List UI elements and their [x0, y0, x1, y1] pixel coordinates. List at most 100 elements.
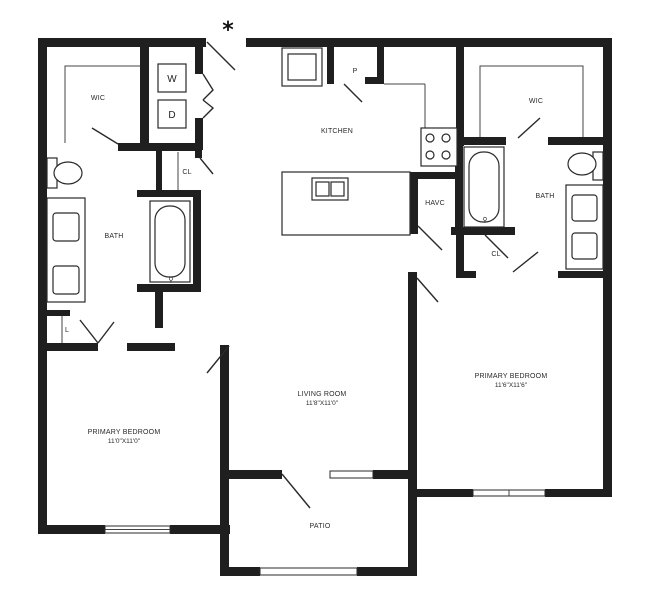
primary-bedroom-right: PRIMARY BEDROOM 11'6"X11'6" [472, 373, 548, 497]
wall-bath-south-a [38, 343, 98, 351]
kitchen-label: KITCHEN [321, 128, 353, 135]
burner-2 [441, 133, 451, 143]
pantry-label: P [353, 68, 358, 75]
dryer [157, 99, 187, 129]
wall-linen-top [38, 310, 70, 316]
bedroom-right-dimensions: 11'6"X11'6" [495, 382, 528, 389]
patio-door [281, 473, 311, 509]
wall-patio-south-a [220, 567, 260, 576]
havc-door [417, 225, 443, 251]
tub-right-basin [468, 151, 500, 223]
closet-left-label: CL [182, 169, 191, 176]
walk-in-closet-left: WIC [64, 65, 140, 145]
burner-4 [441, 150, 451, 160]
tub-left-basin [154, 205, 186, 278]
sink-left-top [52, 212, 80, 242]
wall-living-west [220, 345, 229, 475]
wall-pantry-south [365, 77, 383, 84]
wall-rtub-west [455, 145, 463, 233]
patio-label: PATIO [310, 523, 331, 530]
rwic-shelf [479, 65, 584, 137]
bath-right: ⚲ BATH CL [463, 146, 604, 273]
havc-label: HAVC [425, 200, 445, 207]
toilet-bowl-left [53, 161, 83, 185]
sink-left-bottom [52, 265, 80, 295]
entry-door [206, 41, 236, 71]
wall-west [38, 38, 47, 534]
closet-right-door [484, 234, 509, 259]
sink-right-bottom [571, 232, 598, 260]
wall-havc-west [410, 172, 418, 234]
bedroom-right-label: PRIMARY BEDROOM [475, 373, 548, 380]
bedroom-left-label: PRIMARY BEDROOM [88, 429, 161, 436]
walk-in-closet-right: WIC [479, 65, 584, 139]
kitchen: P KITCHEN [281, 47, 458, 236]
wall-cl-south [137, 190, 199, 197]
wall-south-right-a [408, 489, 473, 497]
wall-cl-west [156, 150, 162, 192]
bedroom-left-dimensions: 11'0"X11'0" [108, 438, 141, 445]
wall-south-right-b [545, 489, 612, 497]
linen-label: L [65, 327, 69, 334]
wall-havc-top [410, 172, 462, 179]
wall-rbath-south [558, 271, 612, 278]
pantry-door [343, 83, 363, 103]
wall-north-right [246, 38, 612, 47]
laundry-bifold-bottom [202, 99, 215, 119]
primary-bedroom-left: PRIMARY BEDROOM 11'0"X11'0" [88, 429, 171, 534]
closet-left-door [199, 157, 214, 175]
wall-bath-stub [155, 284, 163, 328]
burner-1 [425, 133, 435, 143]
wall-patio-north-b [373, 470, 417, 479]
wall-bath-south-b [127, 343, 175, 351]
wall-rwic-south-a [456, 137, 506, 145]
wic-left-door [91, 127, 119, 145]
bedroom-left-door [206, 345, 230, 374]
bedroom-right-door [416, 277, 439, 303]
bath-left-door [97, 321, 115, 344]
wall-tub-south [137, 284, 201, 292]
closet-right-label: CL [491, 251, 500, 258]
bath-right-label: BATH [536, 193, 555, 200]
laundry-bifold-top [202, 73, 214, 101]
wall-pantry-east [377, 44, 384, 84]
wall-cl-east-stub [195, 150, 202, 158]
wall-rwic-west [456, 38, 464, 146]
wall-pantry-west [327, 44, 334, 84]
wall-south-left-b [170, 525, 230, 534]
wic-left-label: WIC [91, 95, 105, 102]
closet-left: CL [177, 152, 214, 190]
tub-left-drain-icon: ⚲ [168, 276, 173, 284]
wall-rcl-south [456, 271, 476, 278]
wic-right-label: WIC [529, 98, 543, 105]
patio-opening [259, 567, 358, 576]
living-room: LIVING ROOM 11'8"X11'0" [206, 277, 439, 407]
entry-marker: * [222, 18, 234, 43]
wall-laundry-east-bottom [195, 118, 203, 150]
tub-right-drain-icon: ⚲ [482, 216, 487, 224]
wall-rwic-south-b [548, 137, 612, 145]
patio-slider-fixed [329, 470, 374, 479]
walls [38, 38, 612, 576]
refrigerator-inner [287, 53, 317, 81]
wic-right-door [517, 117, 541, 139]
wic-shelf [64, 65, 140, 143]
bath-right-door [512, 251, 539, 273]
range [420, 127, 458, 167]
wall-patio-north-a [220, 470, 282, 479]
toilet-bowl-right [567, 152, 597, 176]
wall-south-left-a [38, 525, 105, 534]
laundry: W D [157, 63, 215, 129]
burner-3 [425, 150, 435, 160]
havc-closet: HAVC [417, 200, 445, 251]
wall-patio-east [408, 470, 417, 576]
patio: PATIO [259, 470, 374, 576]
wall-rcl-west [456, 232, 464, 276]
washer [157, 63, 187, 93]
wall-laundry-east-top [195, 38, 203, 74]
kitchen-sink-bowl-left [315, 181, 330, 197]
kitchen-sink-bowl-right [330, 181, 345, 197]
wall-patio-west [220, 470, 229, 576]
wall-wic-east [140, 38, 149, 148]
